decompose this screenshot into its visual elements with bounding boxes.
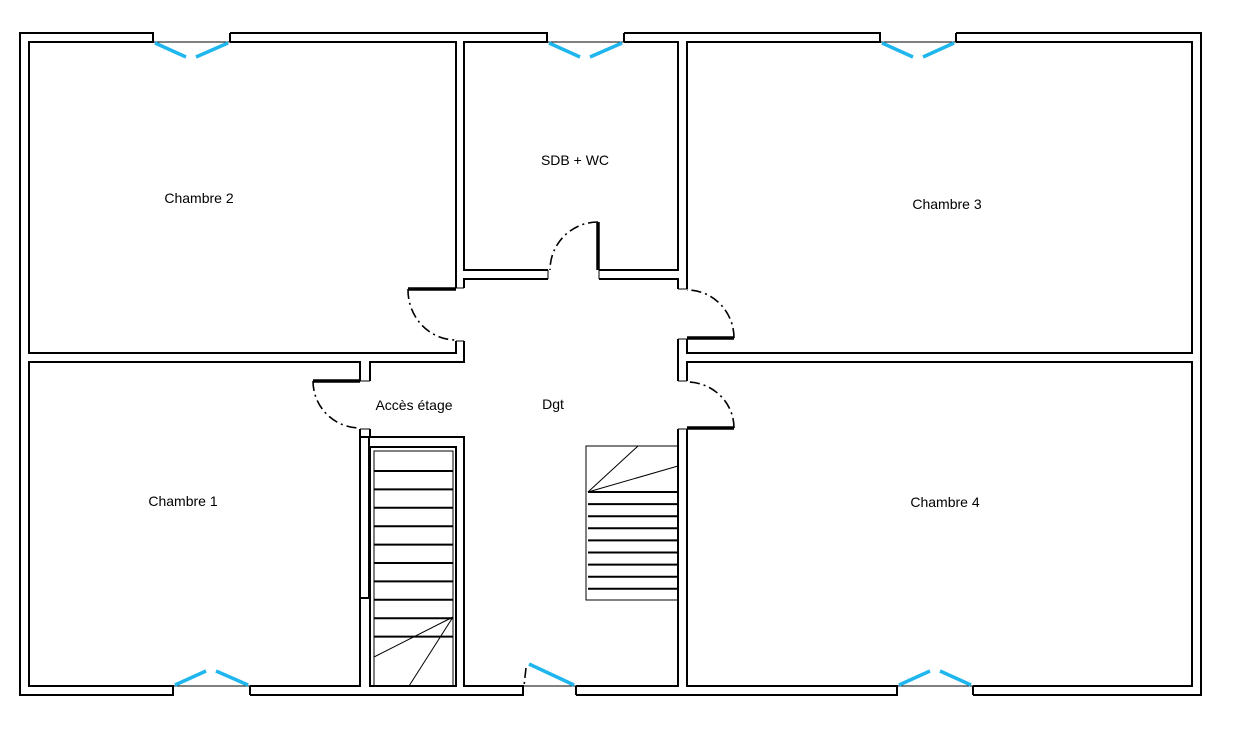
room-dgt <box>369 278 679 687</box>
stair-left <box>373 450 454 687</box>
label-sdb-wc: SDB + WC <box>540 152 610 168</box>
stair-left-enclosure <box>369 446 457 687</box>
room-chambre-4 <box>686 361 1193 687</box>
window-chambre-4 <box>896 669 974 696</box>
window-chambre-3 <box>879 32 957 59</box>
label-dgt: Dgt <box>542 396 564 412</box>
window-chambre-1 <box>172 669 251 696</box>
window-chambre-2 <box>152 32 231 59</box>
label-acces-etage: Accès étage <box>375 397 453 413</box>
room-chambre-1 <box>28 361 361 687</box>
wall-stub <box>359 436 370 599</box>
door-chambre-3[interactable] <box>686 289 735 340</box>
door-chambre-1[interactable] <box>312 379 361 429</box>
label-chambre-1: Chambre 1 <box>148 493 218 509</box>
door-chambre-2[interactable] <box>407 287 457 341</box>
door-chambre-4[interactable] <box>686 381 735 430</box>
window-dgt <box>522 662 577 696</box>
window-sdb-wc <box>546 32 625 59</box>
door-sdb-wc[interactable] <box>549 221 600 271</box>
label-chambre-4: Chambre 4 <box>910 494 980 510</box>
room-chambre-2 <box>28 41 457 354</box>
outer-wall <box>19 32 1202 696</box>
label-chambre-2: Chambre 2 <box>164 190 234 206</box>
label-chambre-3: Chambre 3 <box>912 196 982 212</box>
stair-right[interactable] <box>585 445 679 601</box>
